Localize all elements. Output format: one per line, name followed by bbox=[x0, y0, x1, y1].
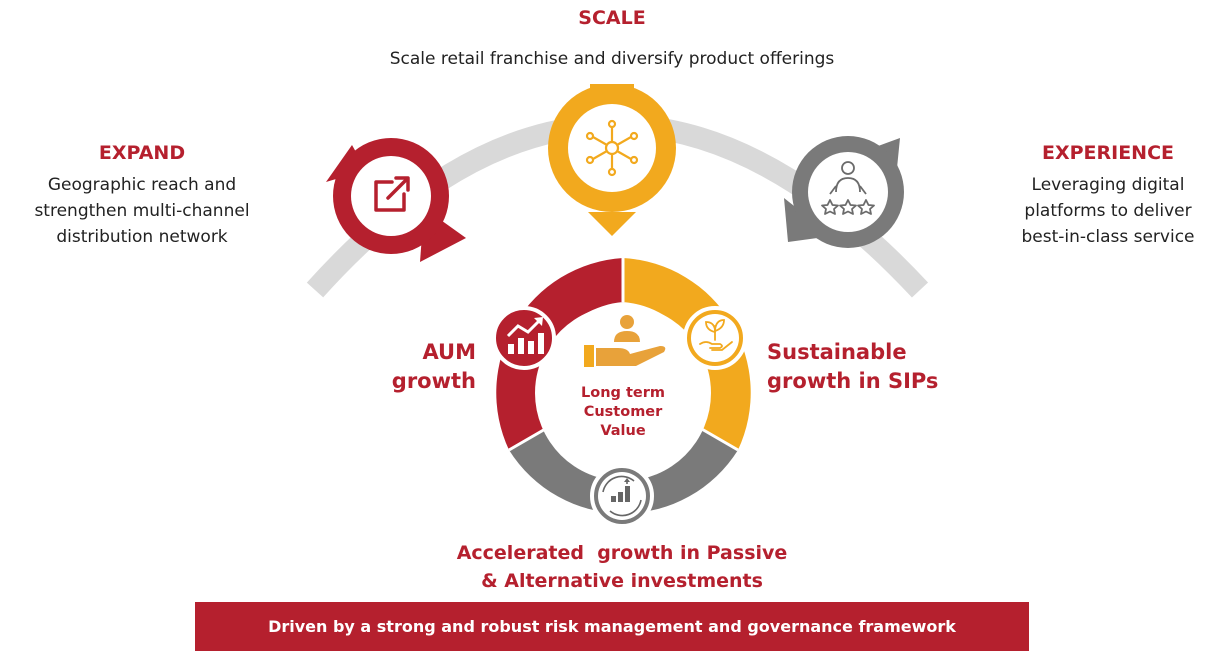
hand-holding-person-icon bbox=[584, 315, 666, 367]
governance-banner: Driven by a strong and robust risk manag… bbox=[195, 602, 1029, 651]
experience-node bbox=[784, 136, 904, 248]
value-wheel bbox=[492, 258, 751, 528]
experience-description-line: best-in-class service bbox=[1021, 227, 1195, 247]
expand-description-line: distribution network bbox=[56, 227, 228, 247]
wheel-segment-sip bbox=[623, 258, 751, 450]
passive-growth-label: Accelerated growth in Passive & Alternat… bbox=[382, 539, 862, 595]
expand-node bbox=[326, 138, 466, 262]
center-value-label: Long term Customer Value bbox=[544, 384, 702, 441]
experience-title: EXPERIENCE bbox=[1041, 142, 1175, 164]
wheel-segment-aum bbox=[496, 258, 623, 450]
sip-label-line: growth in SIPs bbox=[767, 369, 939, 393]
expand-description-line: strengthen multi-channel bbox=[34, 201, 250, 221]
expand-description: Geographic reach and strengthen multi-ch… bbox=[12, 172, 272, 250]
passive-label-line: Accelerated growth in Passive bbox=[456, 542, 788, 564]
experience-description-line: Leveraging digital bbox=[1031, 175, 1185, 195]
network-nodes-icon bbox=[585, 119, 639, 177]
sip-growth-label: Sustainable growth in SIPs bbox=[767, 338, 987, 396]
external-link-icon bbox=[374, 176, 410, 212]
governance-banner-text: Driven by a strong and robust risk manag… bbox=[268, 617, 956, 636]
aum-growth-label: AUM growth bbox=[366, 338, 476, 396]
scale-node bbox=[548, 84, 676, 236]
growth-chart-icon bbox=[506, 317, 544, 354]
sip-label-line: Sustainable bbox=[767, 340, 907, 364]
center-label-line: Long term bbox=[581, 385, 665, 401]
hand-plant-icon bbox=[699, 319, 733, 351]
center-label-line: Customer bbox=[583, 404, 663, 420]
scale-description: Scale retail franchise and diversify pro… bbox=[389, 49, 835, 69]
experience-description-line: platforms to deliver bbox=[1024, 201, 1192, 221]
expand-title: EXPAND bbox=[98, 142, 186, 164]
passive-label-line: & Alternative investments bbox=[481, 570, 763, 592]
scale-arrow-down bbox=[588, 212, 636, 236]
aum-label-line: AUM bbox=[422, 340, 476, 364]
experience-description: Leveraging digital platforms to deliver … bbox=[988, 172, 1224, 250]
center-label-line: Value bbox=[600, 423, 646, 439]
bar-chart-cycle-icon bbox=[602, 475, 642, 517]
scale-title: SCALE bbox=[578, 7, 646, 29]
expand-description-line: Geographic reach and bbox=[47, 175, 237, 195]
aum-label-line: growth bbox=[391, 369, 476, 393]
person-rating-stars-icon bbox=[821, 161, 875, 215]
